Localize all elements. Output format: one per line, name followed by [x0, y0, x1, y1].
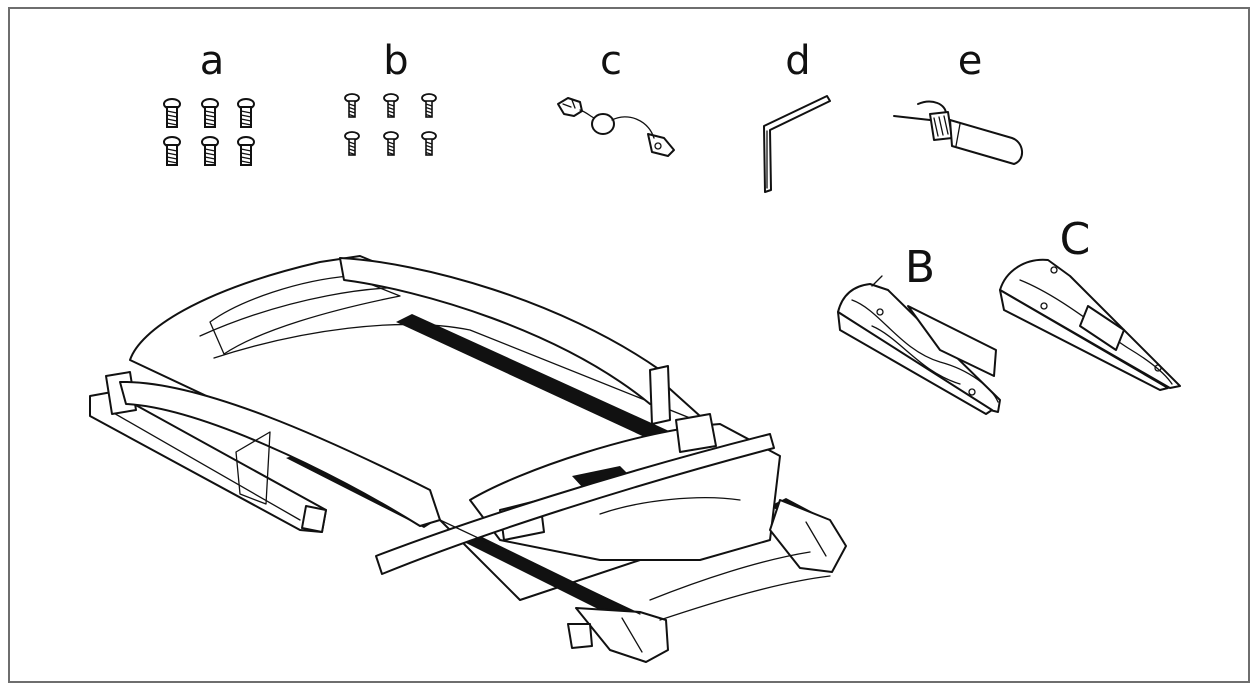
treadmill-base-icon — [89, 255, 847, 663]
bolt-icon — [163, 136, 181, 166]
bolt-icon — [201, 136, 219, 166]
part-label-b: b — [383, 38, 408, 84]
part-label-e: e — [958, 38, 983, 84]
lubricant-bottle-icon — [893, 100, 1023, 165]
part-label-C: C — [1060, 214, 1091, 265]
screw-icon — [344, 93, 360, 118]
part-label-a: a — [200, 38, 225, 84]
bolt-icon — [201, 98, 219, 128]
part-label-B: B — [905, 242, 935, 293]
bolt-icon — [163, 98, 181, 128]
screw-icon — [421, 131, 437, 156]
screw-icon — [421, 93, 437, 118]
right-upright-cover-icon — [999, 258, 1181, 391]
screw-set-icon — [344, 93, 437, 156]
screw-icon — [344, 131, 360, 156]
safety-key-icon — [557, 97, 675, 157]
bolt-icon — [237, 98, 255, 128]
screw-icon — [383, 93, 399, 118]
screw-icon — [383, 131, 399, 156]
diagram-frame — [8, 7, 1250, 683]
part-label-d: d — [785, 38, 810, 84]
allen-wrench-icon — [763, 95, 831, 193]
left-upright-cover-icon — [837, 275, 1001, 415]
bolt-icon — [237, 136, 255, 166]
part-label-c: c — [600, 38, 622, 84]
bolt-set-icon — [163, 98, 255, 166]
